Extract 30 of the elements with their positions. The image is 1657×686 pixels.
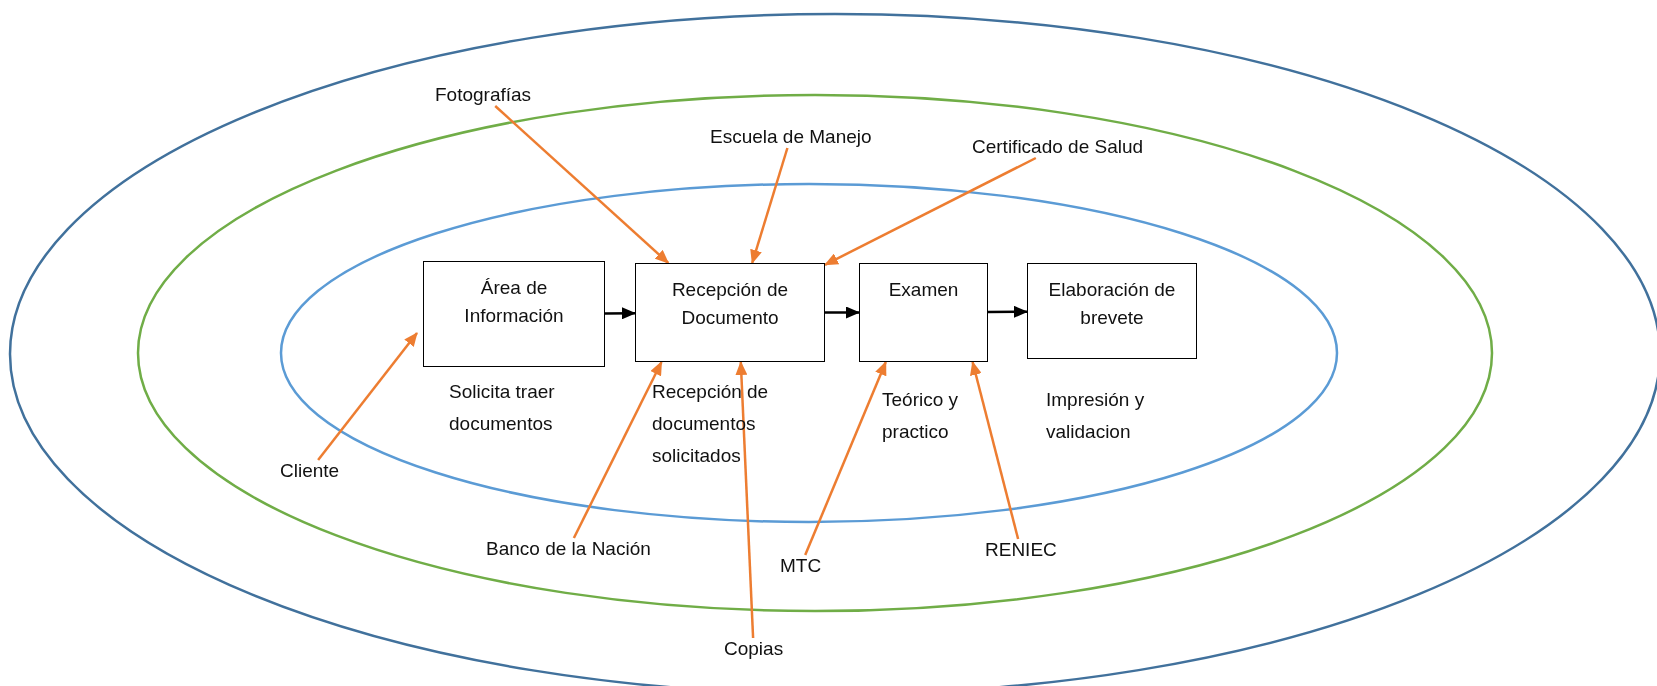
entity-label: Cliente — [280, 460, 340, 482]
arrow — [970, 361, 1020, 540]
entity-label: Fotografías — [435, 84, 532, 106]
box-label: Recepción de Documento — [670, 278, 790, 330]
arrow — [804, 361, 887, 556]
entity-label: Copias — [724, 638, 784, 660]
arrow — [605, 307, 636, 320]
box-label: Área de Información — [463, 276, 565, 328]
entity-label: Escuela de Manejo — [710, 126, 872, 148]
entity-label: Certificado de Salud — [972, 136, 1144, 158]
arrow — [494, 105, 670, 264]
entity-label: MTC — [780, 555, 822, 577]
arrow — [824, 156, 1037, 266]
caption-text: Solicita traer documentos — [449, 380, 556, 436]
process-box — [1027, 263, 1197, 359]
box-label: Elaboración de brevete — [1047, 278, 1177, 330]
process-box — [635, 263, 825, 362]
arrow — [750, 147, 789, 264]
process-box — [859, 263, 988, 362]
process-box — [423, 261, 605, 367]
entity-label: RENIEC — [985, 539, 1057, 561]
caption-text: Teórico y practico — [882, 388, 960, 444]
arrow — [317, 332, 418, 461]
arrow — [572, 361, 663, 539]
arrow — [825, 306, 860, 319]
arrow — [735, 361, 755, 639]
entity-label: Banco de la Nación — [486, 538, 651, 560]
box-label: Examen — [888, 278, 959, 302]
arrow — [988, 305, 1028, 318]
caption-text: Impresión y validacion — [1046, 388, 1146, 444]
